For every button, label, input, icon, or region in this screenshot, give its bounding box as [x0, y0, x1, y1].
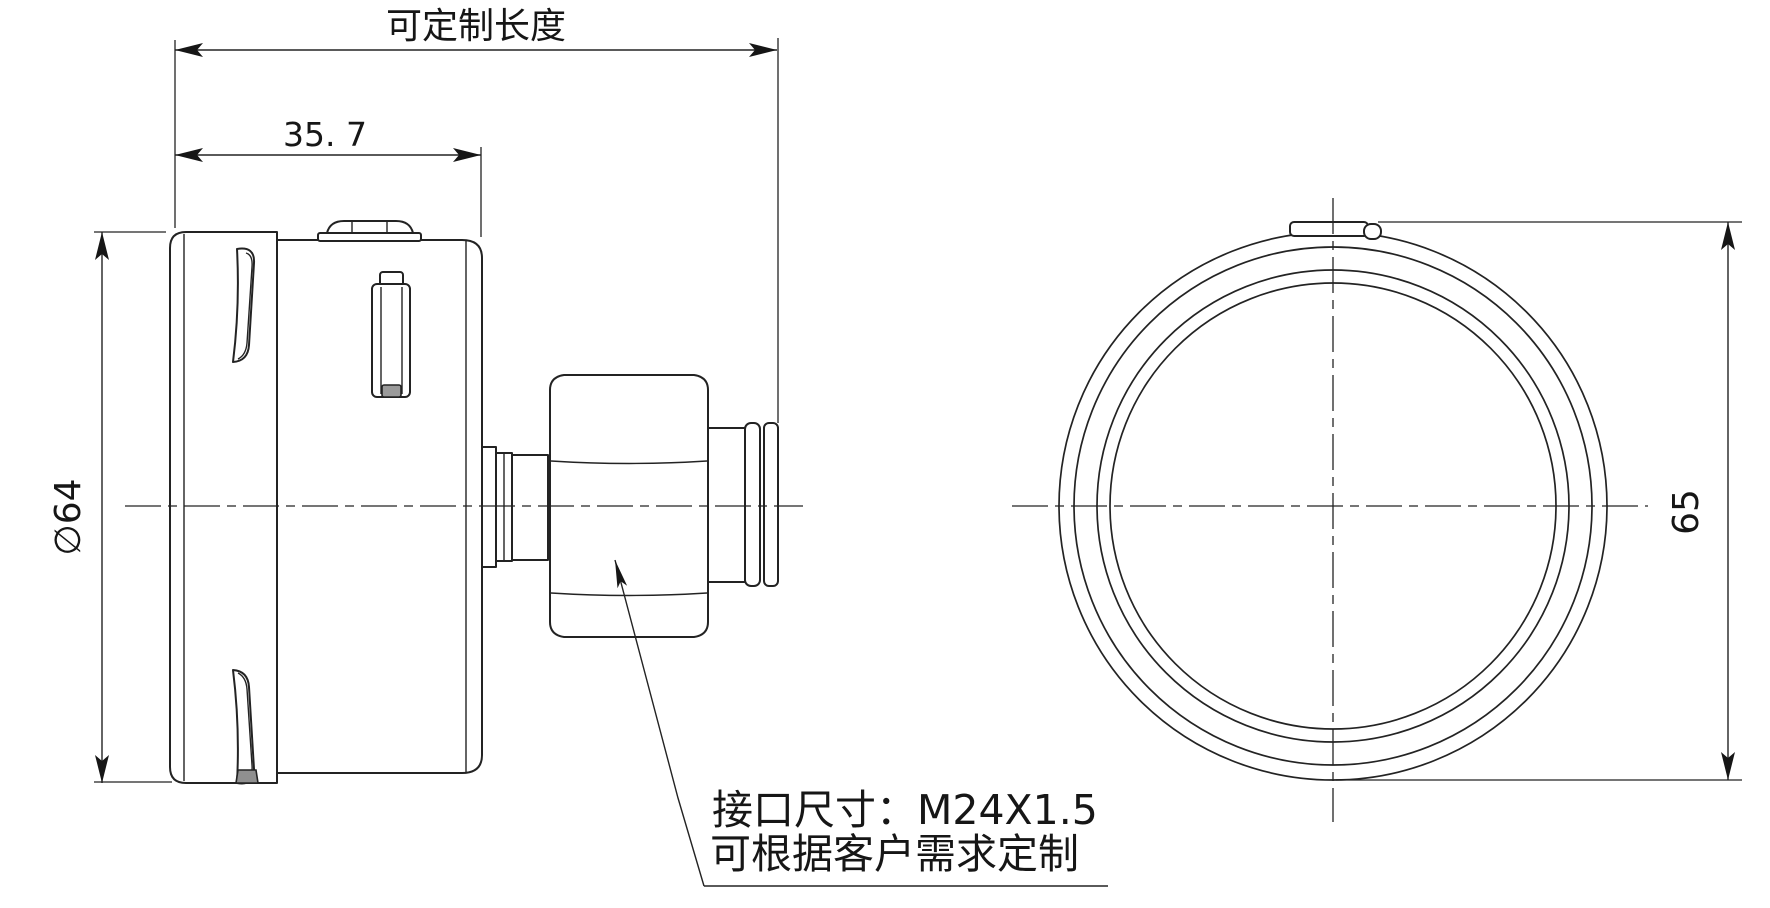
dimension-customizable-length: 可定制长度 [174, 6, 779, 423]
arrowhead-right [453, 148, 481, 162]
bezel-outline [169, 231, 278, 784]
arrowhead-left [175, 148, 203, 162]
neck-flange [481, 446, 497, 568]
arrowhead-right [749, 43, 777, 57]
thread-annotation: 接口尺寸：M24X1.5 可根据客户需求定制 [614, 559, 1108, 887]
arrowhead-top [1721, 222, 1735, 250]
end-ring-2 [763, 422, 779, 587]
front-top-tab [1289, 221, 1369, 237]
neck-shaft [511, 454, 549, 561]
dimension-overall-height: 65 [1336, 221, 1742, 781]
slot-body [371, 283, 411, 398]
slot-bottom-cap [381, 384, 402, 398]
hex-nut-facet-line-upper [550, 460, 708, 465]
hex-nut-facet-line-lower [550, 592, 708, 597]
arrowhead-bottom [95, 755, 109, 783]
dimension-label-case-diameter: ∅64 [48, 478, 89, 555]
thread-section [707, 427, 746, 583]
arrowhead-left [175, 43, 203, 57]
leader-line [614, 559, 705, 887]
dimension-label-overall-height: 65 [1666, 489, 1707, 535]
annotation-line1: 接口尺寸：M24X1.5 [712, 786, 1098, 834]
annotation-line2: 可根据客户需求定制 [710, 830, 1079, 878]
end-ring-1 [744, 422, 761, 587]
dimension-label-customizable-length: 可定制长度 [386, 6, 566, 47]
gauge-front-view [1012, 198, 1648, 822]
bottom-clip-cap [235, 769, 259, 784]
leader-arrowhead [615, 560, 628, 589]
top-plug-flange [317, 232, 422, 242]
dimensions: 可定制长度 35. 7 ∅64 [48, 6, 1742, 783]
top-plug-hex-head [326, 220, 414, 234]
top-clip [232, 247, 256, 363]
drawing-linework: 可定制长度 35. 7 ∅64 [48, 6, 1742, 887]
dimension-label-case-depth: 35. 7 [283, 115, 367, 154]
front-top-tab-end [1363, 223, 1382, 240]
arrowhead-top [95, 232, 109, 260]
arrowhead-bottom [1721, 752, 1735, 780]
top-clip-inner-line [237, 252, 253, 360]
gauge-side-view [125, 220, 803, 785]
dimension-case-depth: 35. 7 [175, 115, 482, 237]
dimension-case-diameter: ∅64 [48, 231, 172, 783]
